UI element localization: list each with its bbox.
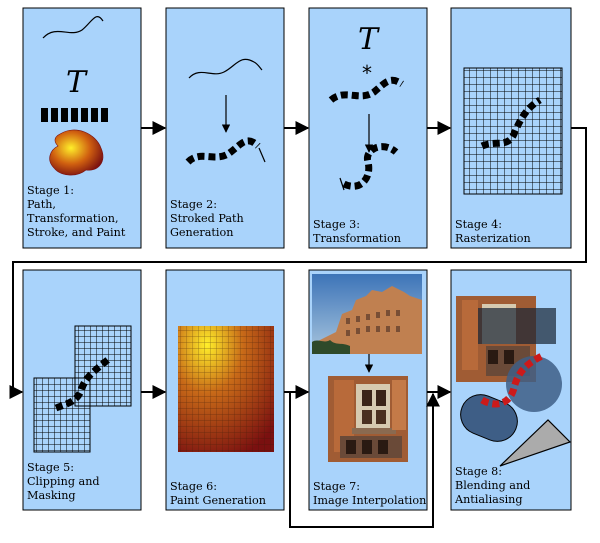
stage-3-panel [308, 7, 428, 249]
transformation-glyph: T [66, 65, 88, 100]
interpolated-image [328, 376, 408, 462]
paint-grid [178, 326, 274, 452]
stage-3-label: Stage 3: Transformation [313, 218, 401, 245]
path-curve [188, 58, 263, 79]
stage-1-panel [22, 7, 142, 249]
rasterized-dashed-path [480, 96, 542, 150]
stage-4-illustration [463, 67, 563, 195]
stage-1-illustration: T [41, 16, 108, 176]
input-path-curve [42, 16, 104, 39]
stage-4-label: Stage 4: Rasterization [455, 218, 531, 245]
clipped-path-bottom [54, 378, 90, 412]
blended-dashed-path [480, 352, 544, 408]
stroke-dash-sample [41, 108, 108, 122]
source-photo [312, 274, 422, 354]
triangle-shape [499, 419, 572, 467]
paint-blob [49, 129, 104, 176]
clip-region-bottom [33, 377, 91, 453]
stage-8-label: Stage 8: Blending and Antialiasing [455, 465, 531, 506]
stage-7-label: Stage 7: Image Interpolation [313, 480, 427, 507]
transform-tail [339, 177, 345, 191]
rounded-pill-shape [460, 394, 518, 442]
transform-glyph: T [358, 22, 380, 57]
stage-6-label: Stage 6: Paint Generation [170, 480, 266, 507]
stage-8-illustration [456, 296, 572, 467]
stage-2-label: Stage 2: Stroked Path Generation [170, 198, 244, 239]
stage-6-illustration [178, 326, 274, 452]
stage-1-label: Stage 1: Path, Transformation, Stroke, a… [27, 184, 126, 239]
transform-asterisk: * [362, 61, 372, 85]
pipeline-connectors [9, 121, 587, 528]
translucent-dark-rect [478, 308, 556, 344]
stage-5-illustration [33, 325, 132, 453]
stroked-dashed-path [185, 137, 261, 165]
post-transform-dashed-path [342, 143, 399, 190]
arrow-4-5 [9, 127, 587, 399]
pre-transform-dashed-path [328, 76, 404, 103]
stage-3-illustration: T * [328, 22, 404, 191]
stage-5-label: Stage 5: Clipping and Masking [27, 461, 100, 502]
stage-7-illustration [312, 274, 422, 462]
stage-2-illustration [185, 58, 266, 165]
arrow-6-bypass [289, 392, 440, 528]
stroke-end-tail [258, 147, 266, 163]
